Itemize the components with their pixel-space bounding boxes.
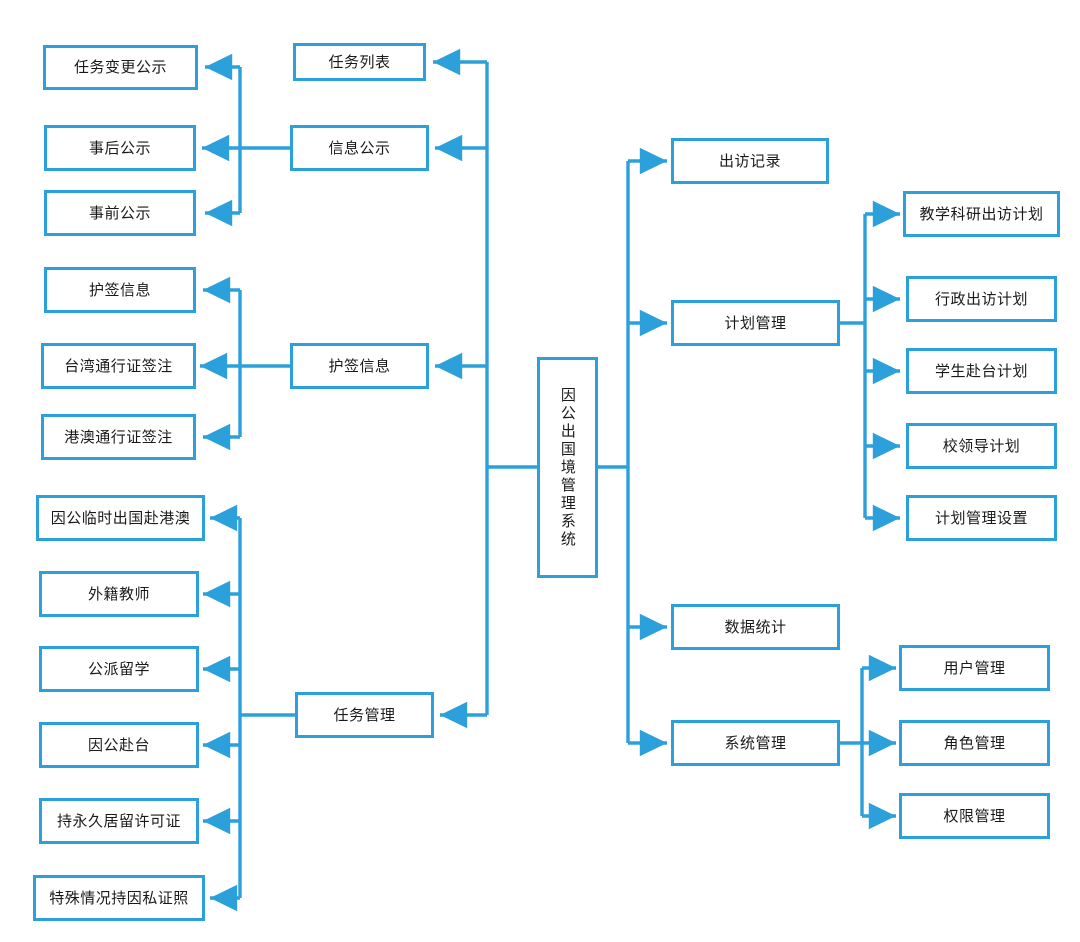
node-label: 信息公示 [328,138,391,157]
node-label: 因公临时出国赴港澳 [50,508,191,527]
node-label: 行政出访计划 [934,289,1028,308]
node-label: 计划管理设置 [934,508,1028,527]
node-label: 公派留学 [87,659,150,678]
node-label: 角色管理 [943,733,1006,752]
node-label: 持永久居留许可证 [56,811,181,830]
node-permission-management[interactable]: 权限管理 [899,793,1050,839]
node-label: 事后公示 [88,138,151,157]
node-task-list[interactable]: 任务列表 [293,43,426,81]
node-foreign-teacher[interactable]: 外籍教师 [39,571,199,617]
node-student-taiwan-plan[interactable]: 学生赴台计划 [906,348,1057,394]
node-official-trip-taiwan[interactable]: 因公赴台 [39,722,199,768]
node-label: 台湾通行证签注 [64,356,173,375]
node-government-sponsored-study[interactable]: 公派留学 [39,646,199,692]
node-label: 权限管理 [943,806,1006,825]
node-info-publicity[interactable]: 信息公示 [290,125,429,171]
node-label: 特殊情况持因私证照 [49,888,189,907]
node-label: 因公赴台 [87,735,150,754]
node-visit-records[interactable]: 出访记录 [671,138,829,184]
node-taiwan-permit-endorsement[interactable]: 台湾通行证签注 [41,343,196,389]
node-task-change-publicity[interactable]: 任务变更公示 [43,45,198,90]
node-label: 计划管理 [724,313,787,332]
node-label: 任务变更公示 [73,58,167,77]
node-passport-visa-detail[interactable]: 护签信息 [44,267,196,313]
node-temp-official-trip-hkmacau[interactable]: 因公临时出国赴港澳 [36,495,205,541]
node-root-label: 因公出国境管理系统 [558,386,577,549]
node-label: 外籍教师 [87,584,150,603]
node-label: 用户管理 [943,658,1006,677]
node-label: 数据统计 [724,617,787,636]
node-school-leader-plan[interactable]: 校领导计划 [906,423,1057,469]
node-label: 系统管理 [724,733,787,752]
node-post-publicity[interactable]: 事后公示 [44,125,196,171]
node-role-management[interactable]: 角色管理 [899,720,1050,766]
node-permanent-residence-permit[interactable]: 持永久居留许可证 [39,798,199,844]
node-plan-management-settings[interactable]: 计划管理设置 [906,495,1057,541]
node-data-statistics[interactable]: 数据统计 [671,604,840,650]
node-label: 港澳通行证签注 [64,427,173,446]
node-pre-publicity[interactable]: 事前公示 [44,190,196,236]
node-plan-management[interactable]: 计划管理 [671,300,840,346]
node-special-private-passport[interactable]: 特殊情况持因私证照 [33,875,205,921]
node-label: 学生赴台计划 [934,361,1028,380]
node-hkmacau-permit-endorsement[interactable]: 港澳通行证签注 [41,414,196,460]
node-administrative-visit-plan[interactable]: 行政出访计划 [906,276,1057,322]
node-task-management[interactable]: 任务管理 [295,692,434,738]
node-label: 事前公示 [88,203,151,222]
node-label: 任务管理 [333,705,396,724]
node-label: 护签信息 [328,356,391,375]
node-teaching-research-visit-plan[interactable]: 教学科研出访计划 [903,191,1060,237]
node-root[interactable]: 因公出国境管理系统 [537,357,598,578]
node-passport-visa-info[interactable]: 护签信息 [290,343,429,389]
node-user-management[interactable]: 用户管理 [899,645,1050,691]
node-label: 校领导计划 [942,436,1021,455]
node-system-management[interactable]: 系统管理 [671,720,840,766]
node-label: 任务列表 [328,52,391,71]
node-label: 出访记录 [718,151,781,170]
node-label: 教学科研出访计划 [919,204,1044,223]
node-label: 护签信息 [88,280,151,299]
